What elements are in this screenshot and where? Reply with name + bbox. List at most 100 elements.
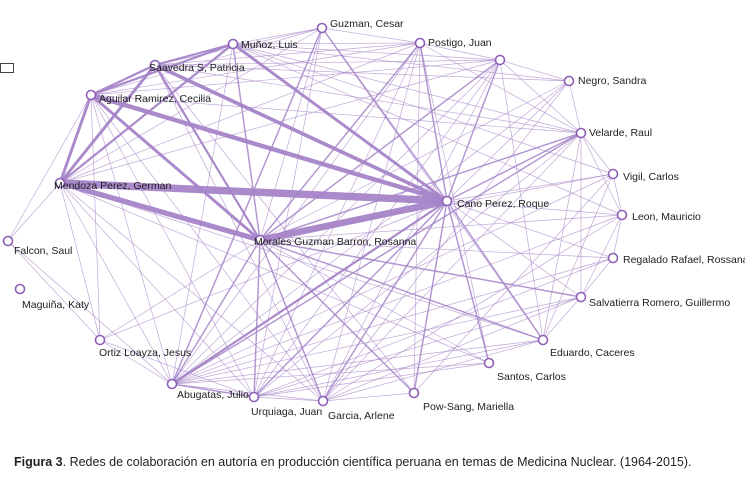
edge-aguilar-mendoza xyxy=(58,93,93,185)
edge-saavedra-garcia xyxy=(154,64,324,402)
edge-saavedra-cano xyxy=(153,63,449,203)
node-circle xyxy=(248,391,260,403)
node-label: Salvatierra Romero, Guillermo xyxy=(589,297,730,309)
edge-unnamed-eduardo xyxy=(499,59,544,341)
node-unnamed xyxy=(494,54,506,66)
edge-postigo-abugatas xyxy=(171,42,421,385)
node-salvatierra: Salvatierra Romero, Guillermo xyxy=(575,291,730,309)
edge-aguilar-garcia xyxy=(90,94,324,402)
edge-mendoza-ortiz xyxy=(59,182,101,341)
edge-salvatierra-eduardo xyxy=(542,296,582,341)
node-label: Morales Guzman Barron, Rosanna xyxy=(254,236,416,248)
node-garcia: Garcia, Arlene xyxy=(317,395,395,422)
edge-morales-ortiz xyxy=(99,239,261,341)
edge-falcon-ortiz xyxy=(7,240,101,341)
node-urquiaga: Urquiaga, Juan xyxy=(248,391,322,418)
node-label: Eduardo, Caceres xyxy=(550,347,635,359)
node-circle xyxy=(563,75,575,87)
edge-aguilar-morales xyxy=(89,93,262,242)
edge-leon-garcia xyxy=(322,214,623,402)
edge-velarde-negro xyxy=(568,80,582,134)
node-santos: Santos, Carlos xyxy=(483,357,566,383)
edge-leon-abugatas xyxy=(171,214,623,385)
edge-mendoza-guzman xyxy=(59,27,323,184)
node-ortiz: Ortiz Loayza, Jesus xyxy=(94,334,191,359)
edge-vigil-abugatas xyxy=(171,173,614,385)
edge-ortiz-urquiaga xyxy=(99,339,255,398)
edge-santos-abugatas xyxy=(171,362,490,385)
edge-aguilar-urquiaga xyxy=(90,94,255,398)
edge-morales-cano xyxy=(256,197,451,244)
node-label: Ortiz Loayza, Jesus xyxy=(99,347,191,359)
node-label: Falcon, Saul xyxy=(14,245,72,257)
edge-eduardo-urquiaga xyxy=(253,339,544,398)
edge-morales-postigo xyxy=(259,42,421,241)
node-regalado: Regalado Rafael, Rossana xyxy=(607,252,745,266)
stray-box-icon xyxy=(0,63,14,73)
node-label: Aguilar Ramirez, Cecilia xyxy=(99,93,211,105)
edge-layer xyxy=(7,27,623,402)
node-vigil: Vigil, Carlos xyxy=(607,168,679,183)
edge-saavedra-morales xyxy=(153,63,262,242)
node-circle xyxy=(616,209,628,221)
edge-eduardo-abugatas xyxy=(171,339,544,385)
edge-falcon-abugatas xyxy=(7,240,173,385)
edge-velarde-vigil xyxy=(580,132,614,175)
node-guzman: Guzman, Cesar xyxy=(316,18,404,34)
node-falcon: Falcon, Saul xyxy=(2,235,72,257)
edge-morales-negro xyxy=(259,80,570,241)
node-label: Vigil, Carlos xyxy=(623,171,679,183)
edge-abugatas-urquiaga xyxy=(171,383,255,398)
node-leon: Leon, Mauricio xyxy=(616,209,701,223)
edge-cano-santos xyxy=(446,200,490,364)
node-circle xyxy=(54,177,66,189)
edge-velarde-eduardo xyxy=(542,132,582,341)
edge-santos-urquiaga xyxy=(253,362,490,398)
edge-negro-garcia xyxy=(322,80,570,402)
edge-regalado-urquiaga xyxy=(253,257,614,398)
node-velarde: Velarde, Raul xyxy=(575,127,652,139)
edge-velarde-leon xyxy=(580,132,623,216)
edge-salvatierra-abugatas xyxy=(171,296,582,385)
node-circle xyxy=(483,357,495,369)
edge-postigo-santos xyxy=(419,42,490,364)
node-circle xyxy=(607,252,619,264)
node-munoz: Muñoz, Luis xyxy=(227,38,298,51)
edge-aguilar-velarde xyxy=(90,94,582,134)
node-aguilar: Aguilar Ramirez, Cecilia xyxy=(85,89,211,105)
edge-mendoza-urquiaga xyxy=(59,182,255,398)
node-circle xyxy=(166,378,178,390)
node-label: Pow-Sang, Mariella xyxy=(423,401,514,413)
edge-aguilar-cano xyxy=(88,92,450,204)
edge-eduardo-garcia xyxy=(322,339,544,402)
node-label: Negro, Sandra xyxy=(578,75,646,87)
edge-guzman-eduardo xyxy=(321,27,544,341)
edge-garcia-powsang xyxy=(322,392,415,402)
edge-postigo-powsang xyxy=(413,42,421,394)
edge-morales-velarde xyxy=(259,132,582,241)
edge-guzman-postigo xyxy=(321,27,421,44)
node-circle xyxy=(494,54,506,66)
edge-saavedra-postigo xyxy=(154,42,421,66)
edge-morales-powsang xyxy=(259,239,415,394)
node-circle xyxy=(414,37,426,49)
node-label: Leon, Mauricio xyxy=(632,211,701,223)
edge-aguilar-abugatas xyxy=(90,94,173,385)
edge-salvatierra-urquiaga xyxy=(253,296,582,398)
edge-cano-garcia xyxy=(322,200,448,402)
edge-cano-abugatas xyxy=(170,199,449,386)
node-cano: Cano Perez, Roque xyxy=(441,195,549,210)
edge-guzman-urquiaga xyxy=(253,27,323,398)
node-negro: Negro, Sandra xyxy=(563,75,646,87)
edge-leon-salvatierra xyxy=(580,214,623,298)
edge-munoz-saavedra xyxy=(153,42,235,67)
node-label: Abugatas, Julio xyxy=(177,389,249,401)
edge-saavedra-unnamed xyxy=(154,59,501,66)
edge-salvatierra-garcia xyxy=(322,296,582,402)
edge-cano-leon xyxy=(446,200,623,216)
edge-morales-leon xyxy=(259,214,623,241)
edge-unnamed-urquiaga xyxy=(253,59,501,398)
edge-munoz-morales xyxy=(232,43,261,241)
